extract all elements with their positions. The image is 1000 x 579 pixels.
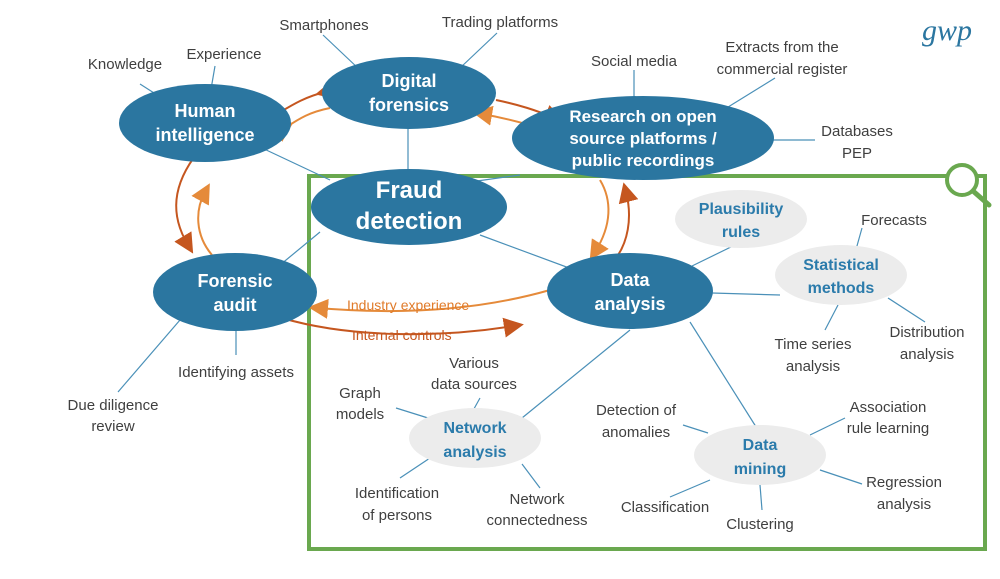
label-due-diligence: Due diligence <box>68 397 159 414</box>
svg-text:analysis: analysis <box>443 444 506 461</box>
svg-text:analysis: analysis <box>900 346 954 363</box>
svg-text:detection: detection <box>356 208 463 235</box>
label-clustering: Clustering <box>726 516 794 533</box>
node-human-intelligence: Human intelligence <box>119 84 291 162</box>
label-time-series: Time series <box>775 336 852 353</box>
label-classification: Classification <box>621 499 709 516</box>
label-industry-experience: Industry experience <box>347 297 469 313</box>
label-connectedness: Network <box>509 491 565 508</box>
svg-text:analysis: analysis <box>786 358 840 375</box>
label-knowledge: Knowledge <box>88 56 162 73</box>
label-trading-platforms: Trading platforms <box>442 14 558 31</box>
svg-text:analysis: analysis <box>877 496 931 513</box>
label-databases: Databases <box>821 123 893 140</box>
node-statistical-methods: Statistical methods <box>775 245 907 305</box>
node-forensic-audit: Forensic audit <box>153 253 317 331</box>
svg-text:Digital: Digital <box>381 71 436 91</box>
label-smartphones: Smartphones <box>279 17 368 34</box>
svg-text:data sources: data sources <box>431 376 517 393</box>
svg-text:Data: Data <box>610 270 650 290</box>
svg-text:Human: Human <box>174 101 235 121</box>
node-fraud-detection: Fraud detection <box>311 169 507 245</box>
svg-text:Forensic: Forensic <box>197 271 272 291</box>
svg-text:connectedness: connectedness <box>487 512 588 529</box>
svg-text:Plausibility: Plausibility <box>699 201 784 218</box>
node-digital-forensics: Digital forensics <box>322 57 496 129</box>
svg-text:of persons: of persons <box>362 507 432 524</box>
svg-text:source platforms /: source platforms / <box>569 129 717 148</box>
label-identification: Identification <box>355 485 439 502</box>
svg-text:rule learning: rule learning <box>847 420 930 437</box>
label-distribution: Distribution <box>889 324 964 341</box>
node-research: Research on open source platforms / publ… <box>512 96 774 180</box>
node-data-mining: Data mining <box>694 425 826 485</box>
label-forecasts: Forecasts <box>861 212 927 229</box>
label-internal-controls: Internal controls <box>352 327 452 343</box>
svg-text:review: review <box>91 418 135 435</box>
label-experience: Experience <box>186 46 261 63</box>
magnifier-icon <box>945 163 992 208</box>
svg-text:Research on open: Research on open <box>569 107 716 126</box>
label-regression: Regression <box>866 474 942 491</box>
node-plausibility-rules: Plausibility rules <box>675 190 807 248</box>
svg-text:Fraud: Fraud <box>376 177 443 204</box>
label-identifying-assets: Identifying assets <box>178 364 294 381</box>
svg-text:models: models <box>336 406 384 423</box>
svg-text:rules: rules <box>722 224 760 241</box>
svg-text:methods: methods <box>808 280 875 297</box>
svg-text:Data: Data <box>743 437 778 454</box>
gwp-logo: gwp <box>922 14 972 47</box>
node-data-analysis: Data analysis <box>547 253 713 329</box>
svg-text:forensics: forensics <box>369 95 449 115</box>
svg-text:intelligence: intelligence <box>155 125 254 145</box>
label-social-media: Social media <box>591 53 678 70</box>
svg-text:commercial register: commercial register <box>717 61 848 78</box>
labels: Knowledge Experience Smartphones Trading… <box>68 14 965 533</box>
node-network-analysis: Network analysis <box>409 408 541 468</box>
connector-lines <box>117 32 926 511</box>
svg-text:audit: audit <box>214 295 257 315</box>
svg-text:mining: mining <box>734 461 786 478</box>
svg-text:PEP: PEP <box>842 145 872 162</box>
label-graph-models: Graph <box>339 385 381 402</box>
svg-text:analysis: analysis <box>594 294 665 314</box>
label-detection-anomalies: Detection of <box>596 402 677 419</box>
svg-text:public recordings: public recordings <box>572 151 715 170</box>
svg-text:Statistical: Statistical <box>803 257 879 274</box>
label-extracts: Extracts from the <box>725 39 838 56</box>
label-association: Association <box>850 399 927 416</box>
svg-text:anomalies: anomalies <box>602 424 670 441</box>
svg-text:Network: Network <box>443 420 506 437</box>
label-various-sources: Various <box>449 355 499 372</box>
